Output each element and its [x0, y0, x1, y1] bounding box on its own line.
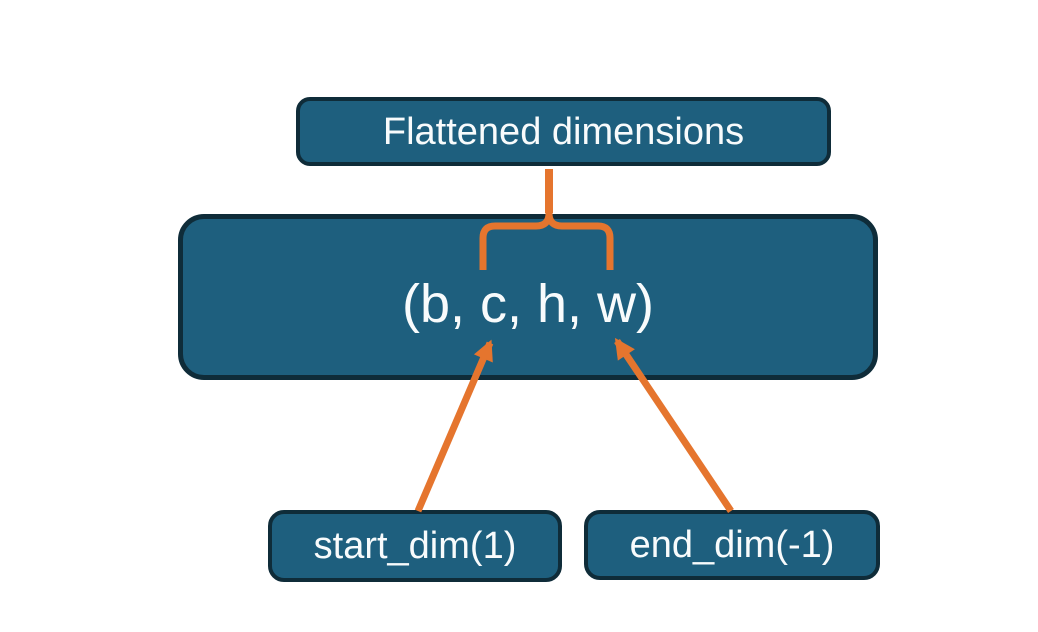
end-dim-label: end_dim(-1) [629, 524, 835, 566]
end-dim-box: end_dim(-1) [584, 510, 880, 580]
start-dim-box: start_dim(1) [268, 510, 562, 582]
tensor-shape-box: (b, c, h, w) [178, 214, 878, 380]
start-dim-label: start_dim(1) [313, 525, 517, 567]
tensor-shape-label: (b, c, h, w) [401, 274, 655, 334]
flattened-dimensions-box: Flattened dimensions [296, 97, 831, 166]
flattened-dimensions-label: Flattened dimensions [382, 110, 745, 153]
